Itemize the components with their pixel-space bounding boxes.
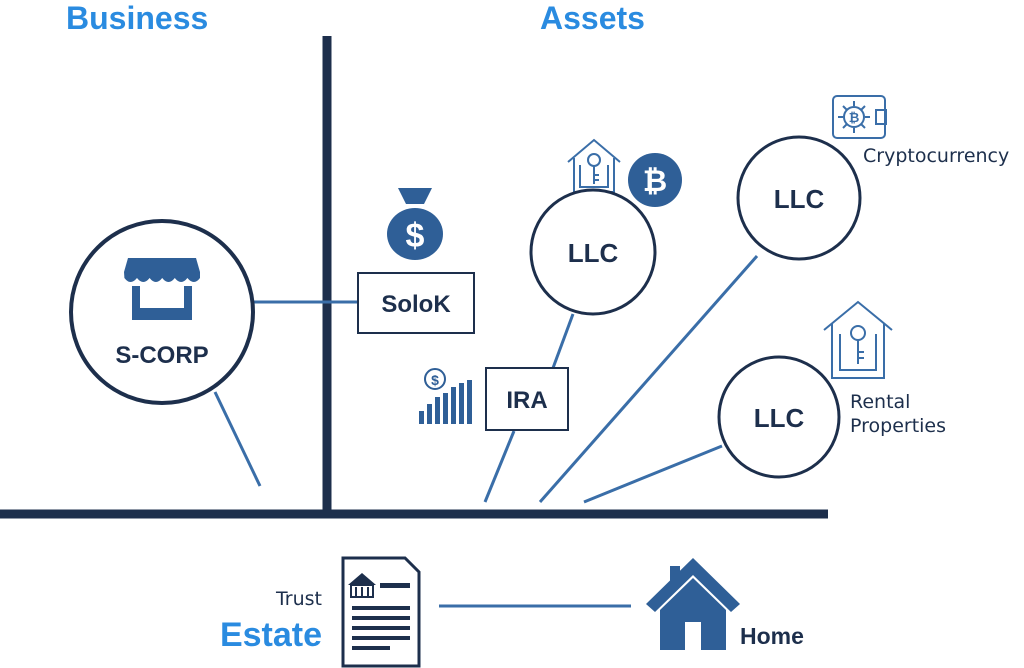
llc-crypto-circle [736, 135, 862, 261]
estate-label: Estate [220, 616, 322, 654]
llc-crypto-label: LLC [774, 184, 825, 214]
svg-text:₿: ₿ [643, 165, 667, 198]
llc-rental-label: LLC [754, 403, 805, 433]
storefront-icon [124, 258, 200, 320]
home-icon [646, 558, 740, 650]
ira-box [485, 367, 569, 431]
svg-text:$: $ [406, 217, 425, 255]
crypto-llc-connector [538, 255, 759, 503]
solok-box [357, 272, 475, 334]
connector-lines [213, 255, 759, 504]
trust-label: Trust [275, 588, 322, 610]
home-label: Home [740, 623, 804, 649]
rental-label-line1: Rental [850, 391, 910, 413]
house-key-icon [567, 138, 621, 193]
cryptocurrency-label: Cryptocurrency [863, 145, 1009, 167]
llc-ira-connector [551, 313, 575, 369]
rental-llc-connector [583, 444, 723, 504]
money-bag-icon: $ [387, 188, 443, 260]
business-heading: Business [66, 0, 208, 36]
svg-text:₿: ₿ [849, 110, 860, 125]
coin-growth-chart-icon: $ [419, 368, 472, 424]
assets-heading: Assets [540, 0, 645, 36]
ira-label: IRA [506, 387, 547, 414]
rental-house-key-icon [823, 300, 893, 379]
ira-down-connector [483, 430, 516, 503]
scorp-down-connector [213, 391, 262, 487]
llc-top-circle [529, 188, 657, 316]
rental-label-line2: Properties [850, 415, 946, 437]
bitcoin-icon: ₿ [628, 153, 682, 207]
llc-rental-circle [717, 355, 841, 479]
scorp-label: S-CORP [115, 342, 208, 369]
trust-document-icon [341, 556, 421, 668]
llc-top-label: LLC [568, 238, 619, 268]
svg-text:$: $ [431, 372, 439, 388]
crypto-wallet-icon: ₿ [832, 95, 887, 139]
solok-label: SoloK [381, 291, 451, 318]
